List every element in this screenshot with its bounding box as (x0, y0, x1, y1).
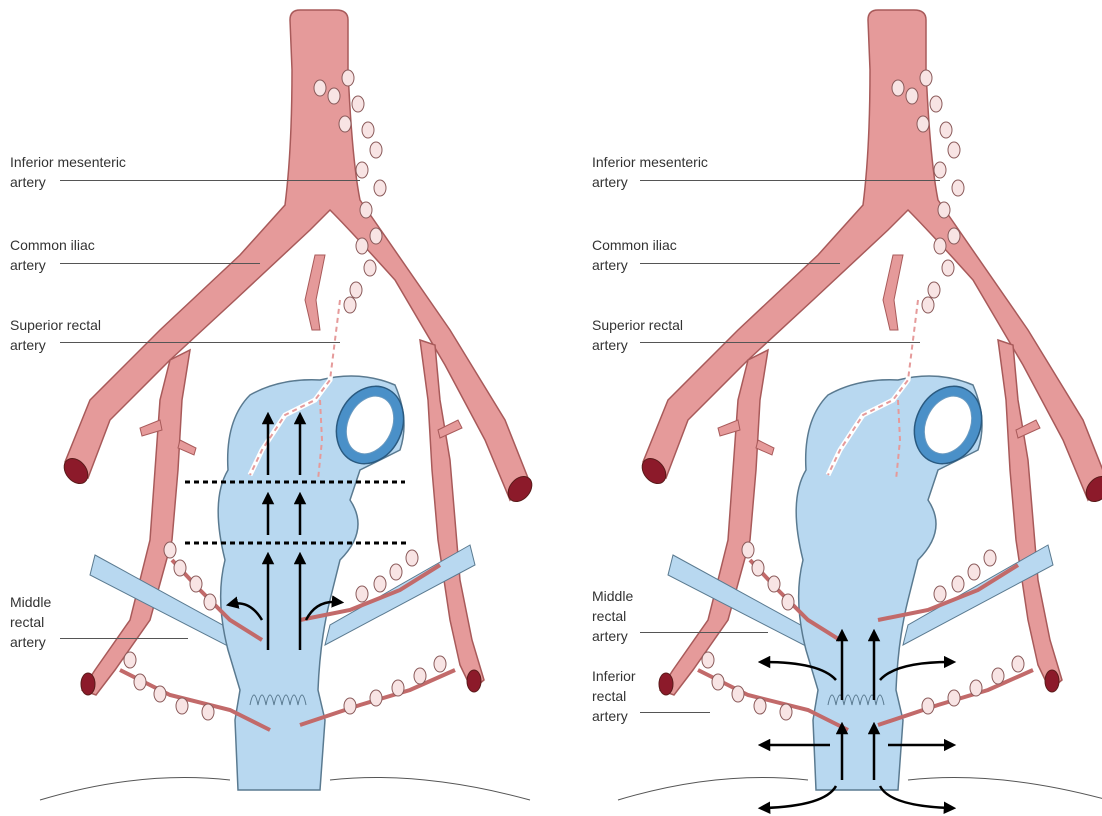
left-panel (40, 10, 537, 800)
right-leader-inferior-mesenteric (640, 180, 940, 181)
left-anatomy (40, 10, 537, 800)
left-label-middle-rectal-artery: Middle rectal artery (10, 592, 51, 652)
right-leader-middle-rectal (640, 632, 768, 633)
left-leader-middle-rectal (60, 638, 188, 639)
left-label-superior-rectal-artery: Superior rectal artery (10, 315, 101, 355)
left-label-inferior-mesenteric-artery: Inferior mesenteric artery (10, 152, 126, 192)
right-label-common-iliac-artery: Common iliac artery (592, 235, 677, 275)
right-leader-common-iliac (640, 263, 840, 264)
right-leader-inferior-rectal (640, 712, 710, 713)
right-label-inferior-mesenteric-artery: Inferior mesenteric artery (592, 152, 708, 192)
right-label-inferior-rectal-artery: Inferior rectal artery (592, 666, 636, 726)
right-panel (618, 10, 1102, 808)
left-leader-superior-rectal (60, 342, 340, 343)
right-label-middle-rectal-artery: Middle rectal artery (592, 586, 633, 646)
right-label-superior-rectal-artery: Superior rectal artery (592, 315, 683, 355)
left-leader-common-iliac (60, 263, 260, 264)
left-leader-inferior-mesenteric (60, 180, 360, 181)
right-leader-superior-rectal (640, 342, 920, 343)
left-label-common-iliac-artery: Common iliac artery (10, 235, 95, 275)
right-anatomy (618, 10, 1102, 800)
